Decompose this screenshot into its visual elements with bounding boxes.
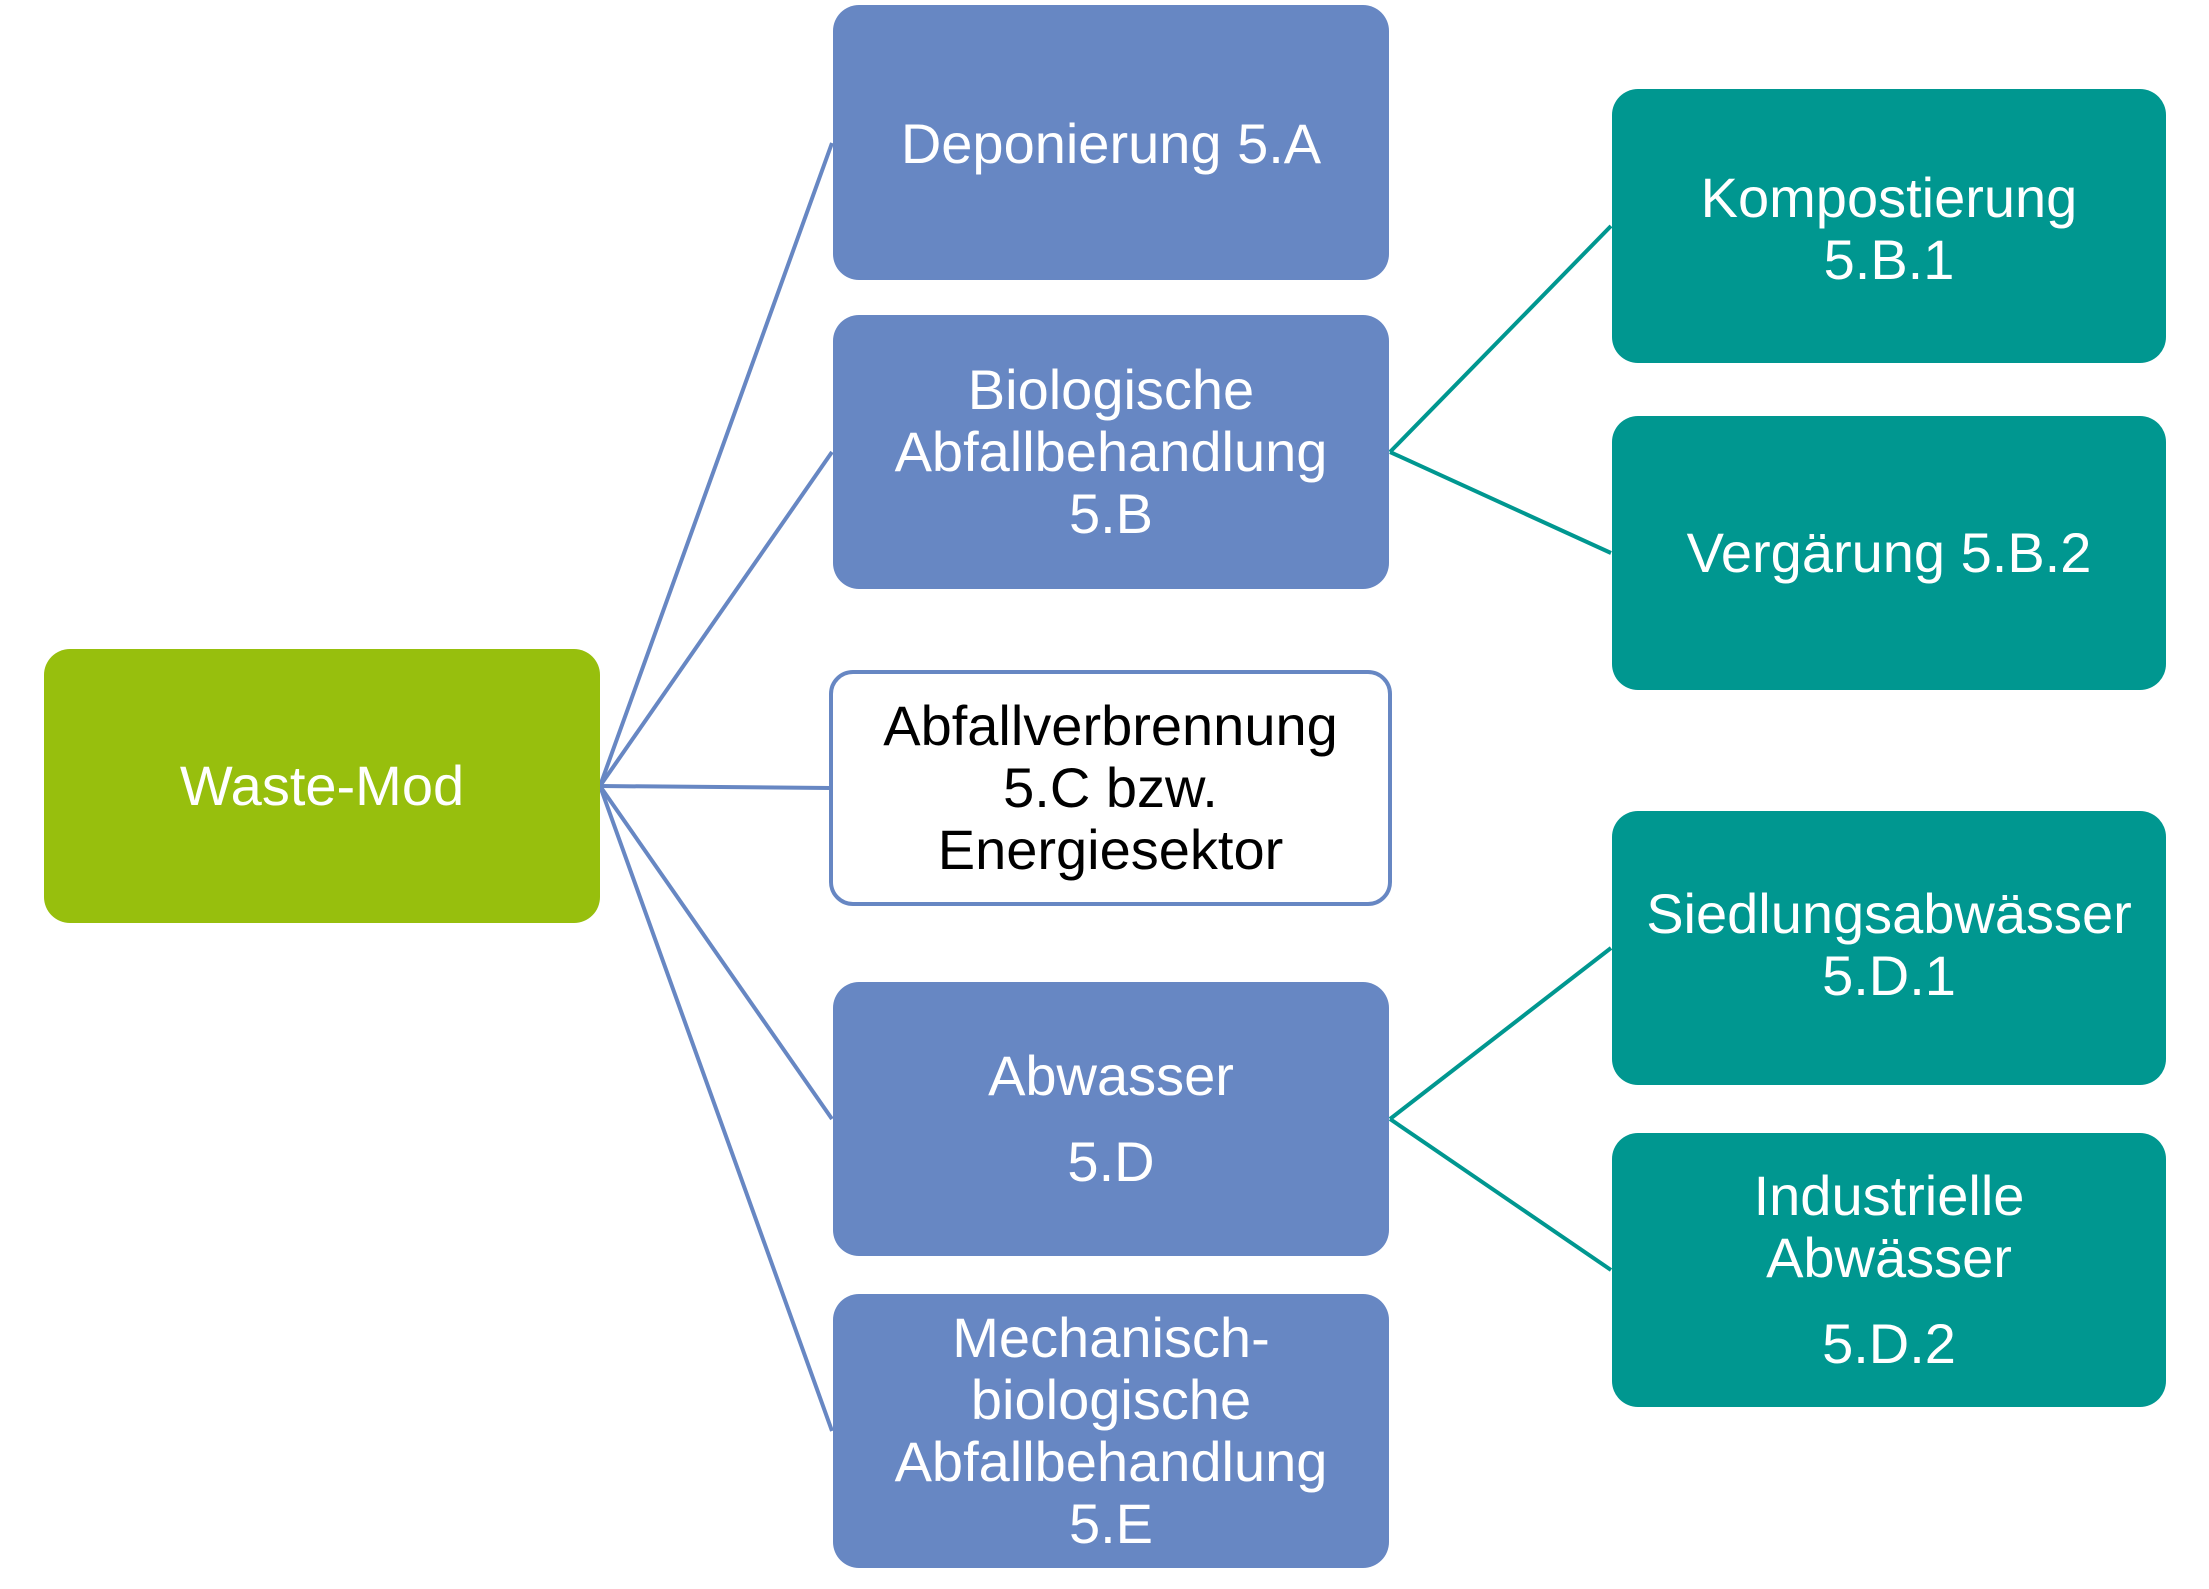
node-label-line-1: Abfallverbrennung xyxy=(883,694,1338,757)
connector-biologische-kompostierung xyxy=(1388,224,1613,454)
node-label-line-2: 5.B.1 xyxy=(1823,228,1955,291)
node-deponierung: Deponierung 5.A xyxy=(833,5,1389,280)
connector-root-abfallverbrennung xyxy=(599,784,831,790)
node-label-line-2: 5.C bzw. xyxy=(1003,756,1218,819)
connector-root-mba xyxy=(598,785,834,1432)
node-label: Vergärung 5.B.2 xyxy=(1686,521,2092,584)
node-label: Waste-Mod xyxy=(179,754,465,817)
node-label-line-3: 5.D.2 xyxy=(1822,1312,1956,1375)
node-label-line-4: 5.E xyxy=(1068,1492,1154,1555)
node-label-line-1: Biologische xyxy=(967,358,1255,421)
node-label-line-2: 5.D.1 xyxy=(1822,944,1956,1007)
node-label-line-1: Abwasser xyxy=(988,1044,1234,1107)
node-siedlungsabwaesser: Siedlungsabwässer 5.D.1 xyxy=(1612,811,2166,1085)
node-label: Deponierung 5.A xyxy=(900,112,1322,175)
node-kompostierung: Kompostierung 5.B.1 xyxy=(1612,89,2166,363)
node-label-line-1: Siedlungsabwässer xyxy=(1646,882,2132,945)
node-label-line-1: Kompostierung xyxy=(1700,166,2078,229)
node-abfallverbrennung: Abfallverbrennung 5.C bzw. Energiesektor xyxy=(829,670,1392,906)
node-mba: Mechanisch- biologische Abfallbehandlung… xyxy=(833,1294,1389,1568)
node-industrielle: Industrielle Abwässer 5.D.2 xyxy=(1612,1133,2166,1407)
node-abwasser: Abwasser 5.D xyxy=(833,982,1389,1256)
connector-root-abwasser xyxy=(598,784,834,1121)
node-biologische: Biologische Abfallbehandlung 5.B xyxy=(833,315,1389,589)
node-label-line-2: Abfallbehandlung xyxy=(894,420,1328,483)
node-vergaerung: Vergärung 5.B.2 xyxy=(1612,416,2166,690)
connector-biologische-vergaerung xyxy=(1389,450,1612,555)
connector-abwasser-industrielle xyxy=(1388,1117,1613,1272)
connector-abwasser-siedlungsabwaesser xyxy=(1388,946,1613,1121)
connector-root-deponierung xyxy=(598,142,834,787)
node-label-line-1: Mechanisch- xyxy=(952,1306,1270,1369)
connector-root-biologische xyxy=(598,450,834,788)
node-waste-mod: Waste-Mod xyxy=(44,649,600,923)
node-label-line-3: Energiesektor xyxy=(937,818,1284,881)
node-label-line-2: 5.D xyxy=(1067,1130,1155,1193)
node-label-line-2: Abwässer xyxy=(1766,1226,2012,1289)
node-label-line-3: Abfallbehandlung xyxy=(894,1430,1328,1493)
node-label-line-2: biologische xyxy=(970,1368,1252,1431)
node-label-line-3: 5.B xyxy=(1068,482,1154,545)
node-label-line-1: Industrielle xyxy=(1753,1164,2025,1227)
